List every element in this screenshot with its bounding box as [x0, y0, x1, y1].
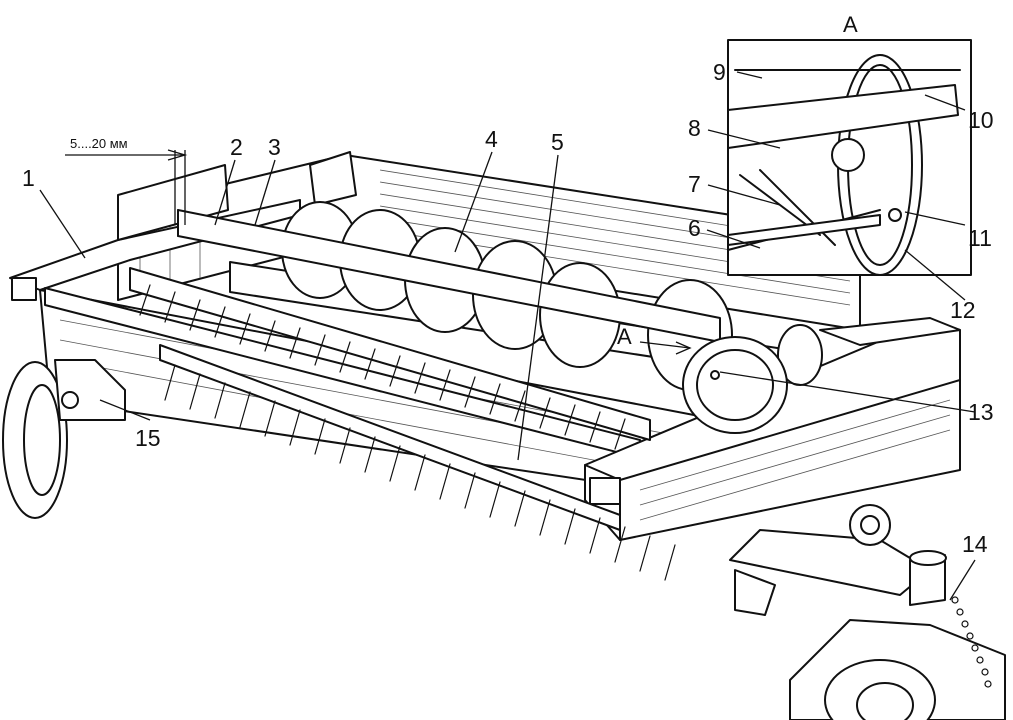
inset-view-a — [727, 39, 972, 276]
section-marker-a: A — [617, 324, 632, 349]
callout-13: 13 — [968, 399, 994, 425]
dimension-indicator — [65, 149, 188, 225]
callout-7: 7 — [688, 171, 701, 197]
view-marker-a: A — [843, 12, 858, 37]
callout-3: 3 — [268, 134, 281, 160]
callout-12: 12 — [950, 297, 976, 323]
callout-5: 5 — [551, 129, 564, 155]
drive-line — [729, 504, 931, 616]
callout-8: 8 — [688, 115, 701, 141]
left-wheel — [2, 359, 126, 519]
callout-1: 1 — [22, 165, 35, 191]
callout-4: 4 — [485, 126, 498, 152]
dimension-label: 5....20 мм — [70, 136, 128, 151]
drive-sprocket — [682, 336, 788, 434]
callout-10: 10 — [968, 107, 994, 133]
callout-11: 11 — [968, 225, 992, 251]
section-arrow — [639, 341, 692, 355]
leader-lines — [39, 71, 976, 601]
callout-15: 15 — [135, 425, 161, 451]
callout-9: 9 — [713, 59, 726, 85]
callout-14: 14 — [962, 531, 988, 557]
callout-6: 6 — [688, 215, 701, 241]
callout-2: 2 — [230, 134, 243, 160]
lower-fingers — [159, 344, 676, 581]
pickup-tines — [129, 267, 651, 450]
tractor-fender — [789, 550, 1006, 720]
